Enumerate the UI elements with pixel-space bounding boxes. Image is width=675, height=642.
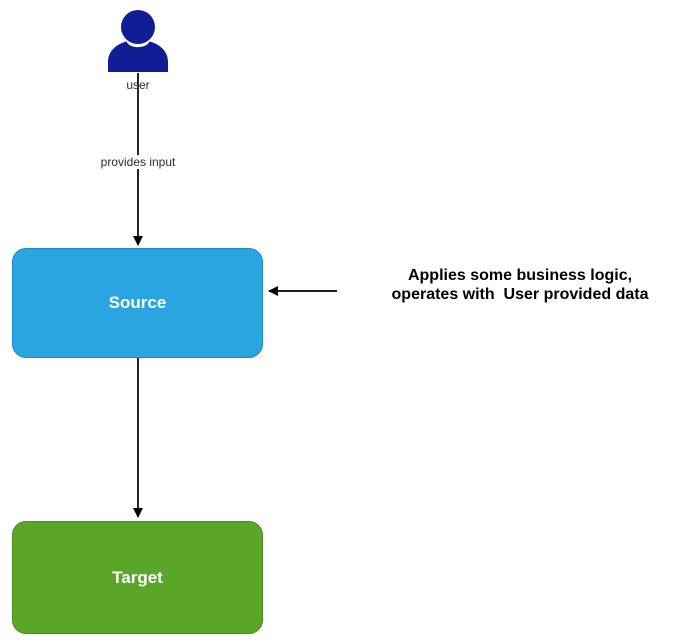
annotation-line-1: Applies some business logic, xyxy=(407,267,633,284)
annotation-line-2: operates with User provided data xyxy=(391,286,649,303)
edge-label-wrap: provides input xyxy=(68,153,208,171)
user-label: user xyxy=(126,78,150,92)
edge-label-provides-input: provides input xyxy=(97,155,179,169)
node-source[interactable]: Source xyxy=(12,248,263,358)
annotation-text: Applies some business logic, operates wi… xyxy=(367,266,673,304)
actor-user[interactable] xyxy=(106,9,170,78)
node-target-label: Target xyxy=(112,567,163,587)
user-icon xyxy=(108,10,168,72)
node-target[interactable]: Target xyxy=(12,521,263,634)
node-source-label: Source xyxy=(108,293,167,312)
